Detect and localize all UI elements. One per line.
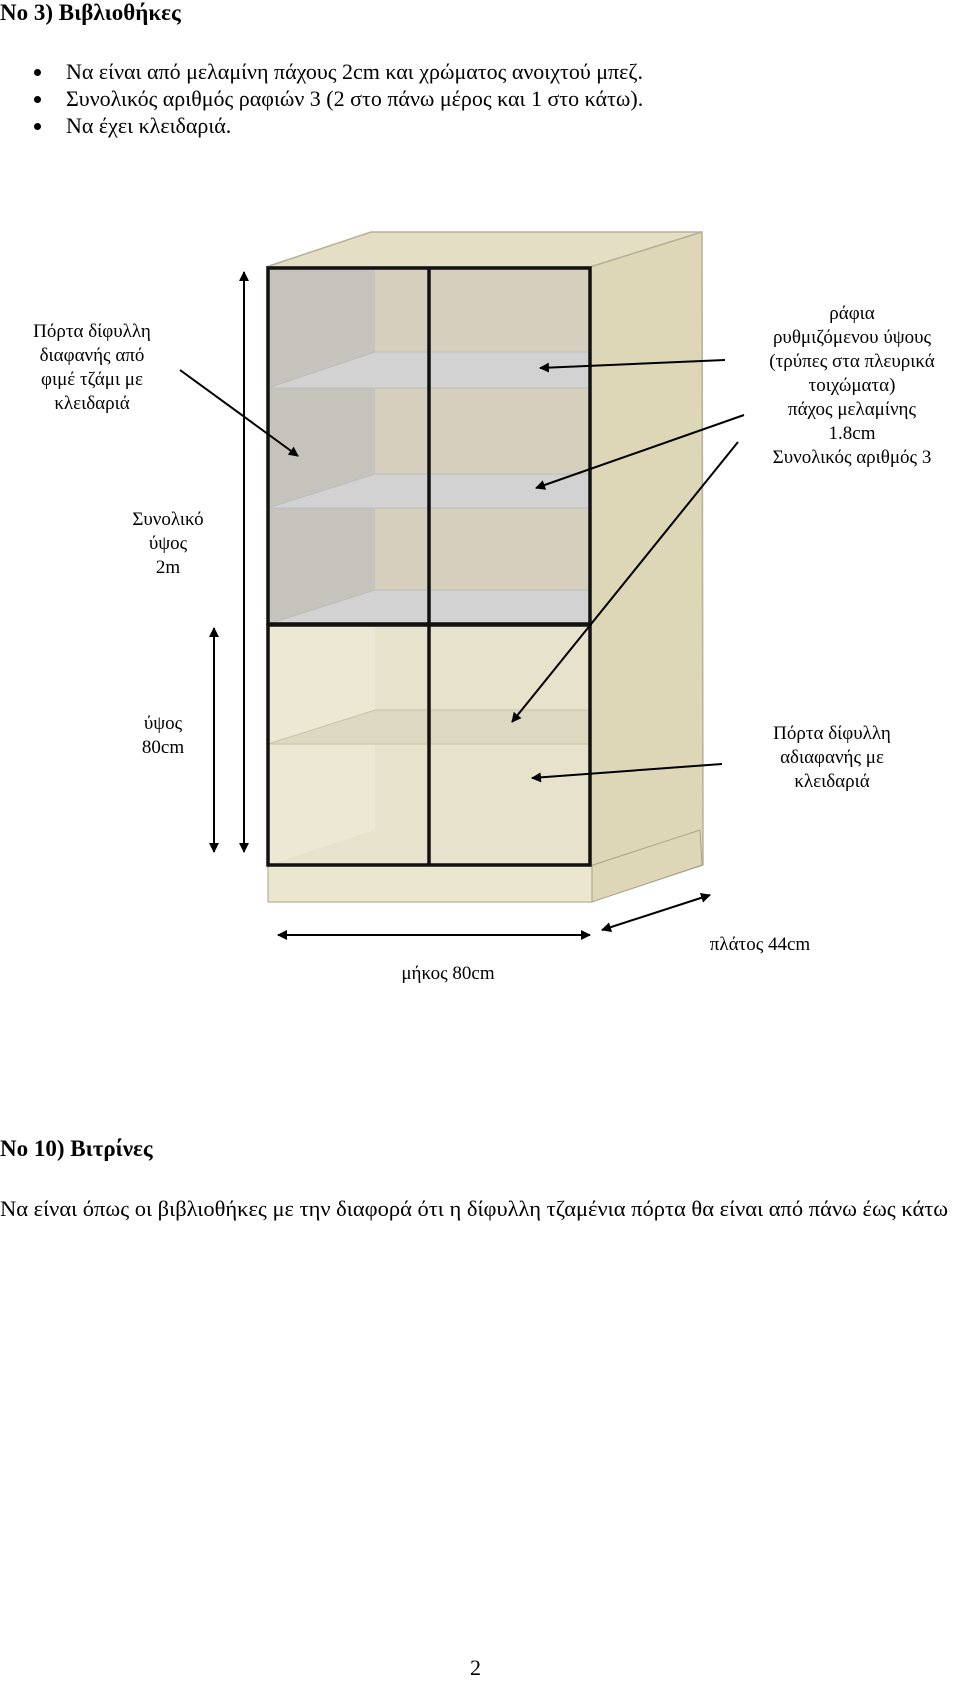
- section-heading-bookcases: Νο 3) Βιβλιοθήκες: [0, 0, 181, 25]
- opaque-door-label: Πόρτα δίφυλλη αδιαφανής με κλειδαριά: [773, 723, 891, 792]
- width-label: πλάτος 44cm: [709, 934, 811, 955]
- requirements-list: Να είναι από μελαμίνη πάχους 2cm και χρώ…: [0, 58, 643, 139]
- opaque-door-leader: [531, 763, 723, 783]
- bullet-icon: [34, 69, 41, 76]
- bullet-icon: [34, 123, 41, 130]
- glass-door-label: Πόρτα δίφυλλη διαφανής από φιμέ τζάμι με…: [33, 321, 151, 414]
- list-item: Συνολικός αριθμός ραφιών 3 (2 στο πάνω μ…: [0, 85, 643, 112]
- glass-door-leader: [179, 369, 299, 457]
- shelf-leader: [539, 359, 726, 373]
- shelves-label: ράφια ρυθμιζόμενου ύψους (τρύπες στα πλε…: [769, 303, 935, 468]
- plinth-front: [267, 865, 593, 903]
- section-heading-vitrines: Νο 10) Βιτρίνες: [0, 1136, 153, 1161]
- cabinet-side-face: [589, 230, 704, 904]
- page-number: 2: [470, 1655, 481, 1680]
- bookcase-diagram: [179, 230, 745, 940]
- shelf-leader: [511, 441, 739, 723]
- lower-left-side: [268, 625, 375, 865]
- upper-left-side: [268, 268, 375, 624]
- lower-height-label: ύψος 80cm: [141, 713, 185, 758]
- list-item: Να είναι από μελαμίνη πάχους 2cm και χρώ…: [0, 58, 643, 85]
- bullet-icon: [34, 96, 41, 103]
- total-height-label: Συνολικό ύψος 2m: [132, 509, 204, 578]
- shelf-leader: [535, 414, 745, 490]
- list-item: Να έχει κλειδαριά.: [0, 112, 643, 139]
- length-label: μήκος 80cm: [401, 963, 495, 984]
- vitrines-paragraph: Να είναι όπως οι βιβλιοθήκες με την διαφ…: [0, 1196, 949, 1221]
- width-arrow: [601, 893, 711, 932]
